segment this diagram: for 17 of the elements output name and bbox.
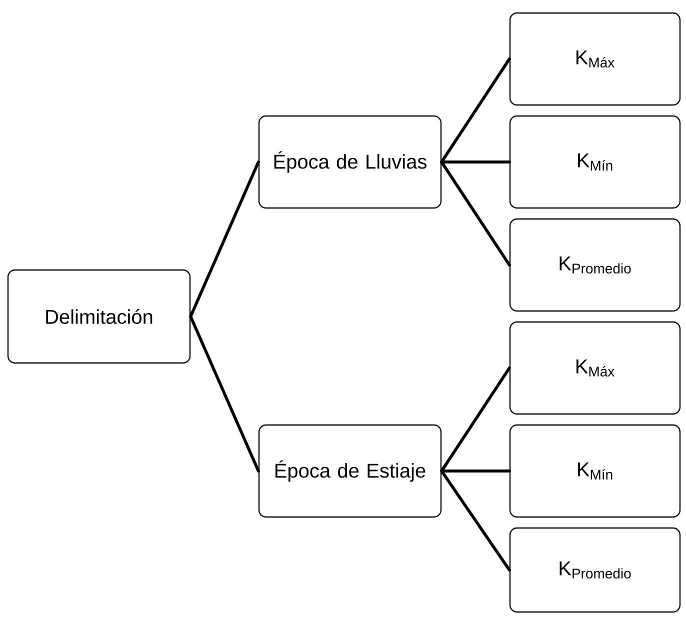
- connector-line: [440, 470, 511, 472]
- connector-line: [440, 58, 511, 164]
- connector-line: [189, 160, 260, 318]
- leaf-box: K$_{Promedio}$: [509, 218, 681, 312]
- connector-line: [440, 160, 511, 266]
- leaf-box: K$_{Máx}$: [509, 12, 681, 106]
- category-box: Época de Lluvias: [258, 115, 442, 209]
- root-box: Delimitación: [7, 269, 191, 364]
- connector-line: [189, 315, 260, 472]
- leaf-box: K$_{Promedio}$: [509, 527, 681, 613]
- leaf-box: K$_{Mín}$: [509, 115, 681, 209]
- category-box: Época de Estiaje: [258, 424, 442, 518]
- leaf-box: K$_{Mín}$: [509, 424, 681, 518]
- connector-line: [440, 366, 511, 472]
- connector-line: [440, 160, 511, 164]
- leaf-box: K$_{Máx}$: [509, 321, 681, 415]
- connector-line: [440, 470, 511, 572]
